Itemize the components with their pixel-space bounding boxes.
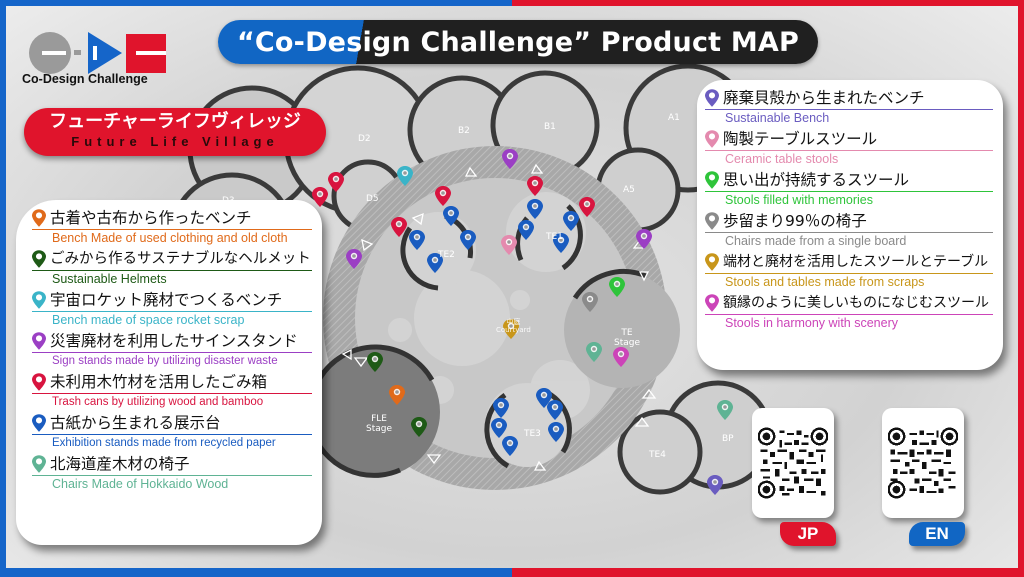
qr-code-icon: [887, 427, 959, 499]
legend-jp: 北海道産木材の椅子: [50, 455, 190, 473]
legend-en: Sustainable Bench: [725, 111, 830, 125]
map-pin-icon: [705, 171, 719, 189]
legend-en: Stools in harmony with scenery: [725, 316, 898, 330]
map-pin-icon: [705, 253, 719, 271]
village-name-jp: フューチャーライフヴィレッジ: [49, 111, 301, 132]
legend-item: 廃棄貝殻から生まれたベンチ Sustainable Bench: [705, 88, 993, 126]
zone-label-courtyard: 中庭 Courtyard: [496, 318, 531, 334]
map-pin-icon: [32, 373, 46, 391]
zone-label-d5: D5: [366, 194, 379, 204]
zone-label-te2: TE2: [438, 250, 455, 260]
legend-jp: 廃棄貝殻から生まれたベンチ: [723, 89, 925, 107]
map-pin-icon: [32, 455, 46, 473]
legend-item: 古着や古布から作ったベンチ Bench Made of used clothin…: [32, 208, 312, 246]
legend-en: Sustainable Helmets: [52, 272, 167, 286]
zone-label-te1: TE1: [546, 232, 563, 242]
page-title: “Co-Design Challenge” Product MAP: [218, 20, 818, 64]
map-pin-icon: [32, 291, 46, 309]
zone-label-d2: D2: [358, 134, 371, 144]
courtyard-en: Courtyard: [496, 326, 531, 334]
legend-item: 歩留まり99％の椅子 Chairs made from a single boa…: [705, 211, 993, 249]
legend-item: 端材と廃材を活用したスツールとテーブル Stools and tables ma…: [705, 252, 993, 290]
legend-jp: 災害廃材を利用したサインスタンド: [50, 332, 298, 350]
legend-en: Sign stands made by utilizing disaster w…: [52, 355, 278, 367]
zone-label-fle-stage: FLE Stage: [366, 414, 392, 434]
legend-jp: 陶製テーブルスツール: [723, 130, 878, 148]
legend-jp: 未利用木竹材を活用したごみ箱: [50, 373, 268, 391]
qr-code-en[interactable]: [882, 408, 964, 518]
legend-item: 北海道産木材の椅子 Chairs Made of Hokkaido Wood: [32, 454, 312, 492]
map-pin-icon: [32, 250, 46, 268]
te-stage-line2: Stage: [614, 338, 641, 348]
legend-jp: 古着や古布から作ったベンチ: [50, 209, 252, 227]
zone-label-bp: BP: [722, 434, 734, 444]
legend-jp: 額縁のように美しいものになじむスツール: [723, 295, 989, 311]
language-button-en[interactable]: EN: [909, 522, 965, 546]
legend-en: Exhibition stands made from recycled pap…: [52, 437, 276, 449]
qr-code-icon: [757, 427, 829, 499]
te-stage-line1: TE: [621, 328, 633, 338]
legend-en: Bench made of space rocket scrap: [52, 313, 245, 327]
legend-en: Ceramic table stools: [725, 152, 839, 166]
map-pin-icon: [705, 212, 719, 230]
legend-jp: 端材と廃材を活用したスツールとテーブル: [723, 254, 989, 270]
legend-item: 陶製テーブルスツール Ceramic table stools: [705, 129, 993, 167]
legend-en: Trash cans by utilizing wood and bamboo: [52, 396, 264, 408]
map-pin-icon: [32, 209, 46, 227]
map-pin-icon: [705, 130, 719, 148]
village-name-en: Future Life Village: [71, 134, 279, 149]
legend-jp: ごみから作るサステナブルなヘルメット: [50, 251, 311, 267]
fle-stage-line1: FLE: [371, 414, 387, 424]
legend-jp: 古紙から生まれる展示台: [50, 414, 221, 432]
zone-label-te-stage: TE Stage: [614, 328, 640, 348]
legend-item: 額縁のように美しいものになじむスツール Stools in harmony wi…: [705, 293, 993, 331]
zone-label-te3: TE3: [524, 429, 541, 439]
legend-en: Stools filled with memories: [725, 193, 873, 207]
map-pin-icon: [705, 294, 719, 312]
legend-left: 古着や古布から作ったベンチ Bench Made of used clothin…: [16, 200, 322, 545]
legend-jp: 宇宙ロケット廃材でつくるベンチ: [50, 291, 283, 309]
language-button-jp[interactable]: JP: [780, 522, 836, 546]
legend-jp: 思い出が持続するスツール: [723, 171, 910, 189]
legend-item: 思い出が持続するスツール Stools filled with memories: [705, 170, 993, 208]
legend-item: 災害廃材を利用したサインスタンド Sign stands made by uti…: [32, 331, 312, 369]
co-design-logo: [29, 32, 166, 74]
legend-en: Chairs Made of Hokkaido Wood: [52, 477, 229, 491]
legend-en: Bench Made of used clothing and old clot…: [52, 231, 288, 245]
map-pin-icon: [32, 332, 46, 350]
legend-jp: 歩留まり99％の椅子: [723, 212, 867, 230]
logo-caption: Co-Design Challenge: [22, 72, 148, 86]
zone-label-a1: A1: [668, 113, 680, 123]
legend-item: ごみから作るサステナブルなヘルメット Sustainable Helmets: [32, 249, 312, 287]
legend-item: 宇宙ロケット廃材でつくるベンチ Bench made of space rock…: [32, 290, 312, 328]
legend-en: Chairs made from a single board: [725, 234, 907, 248]
zone-label-te4: TE4: [649, 450, 666, 460]
legend-right: 廃棄貝殻から生まれたベンチ Sustainable Bench 陶製テーブルスツ…: [697, 80, 1003, 370]
zone-label-b1: B1: [544, 122, 556, 132]
fle-stage-line2: Stage: [366, 424, 393, 434]
legend-item: 未利用木竹材を活用したごみ箱 Trash cans by utilizing w…: [32, 372, 312, 410]
village-badge: フューチャーライフヴィレッジ Future Life Village: [24, 108, 326, 156]
zone-label-b2: B2: [458, 126, 470, 136]
venue-map: [169, 63, 773, 495]
map-pin-icon: [705, 89, 719, 107]
legend-en: Stools and tables made from scraps: [725, 275, 925, 289]
courtyard-jp: 中庭: [506, 318, 521, 326]
map-pin-icon: [32, 414, 46, 432]
qr-code-jp[interactable]: [752, 408, 834, 518]
zone-label-a5: A5: [623, 185, 635, 195]
legend-item: 古紙から生まれる展示台 Exhibition stands made from …: [32, 413, 312, 451]
